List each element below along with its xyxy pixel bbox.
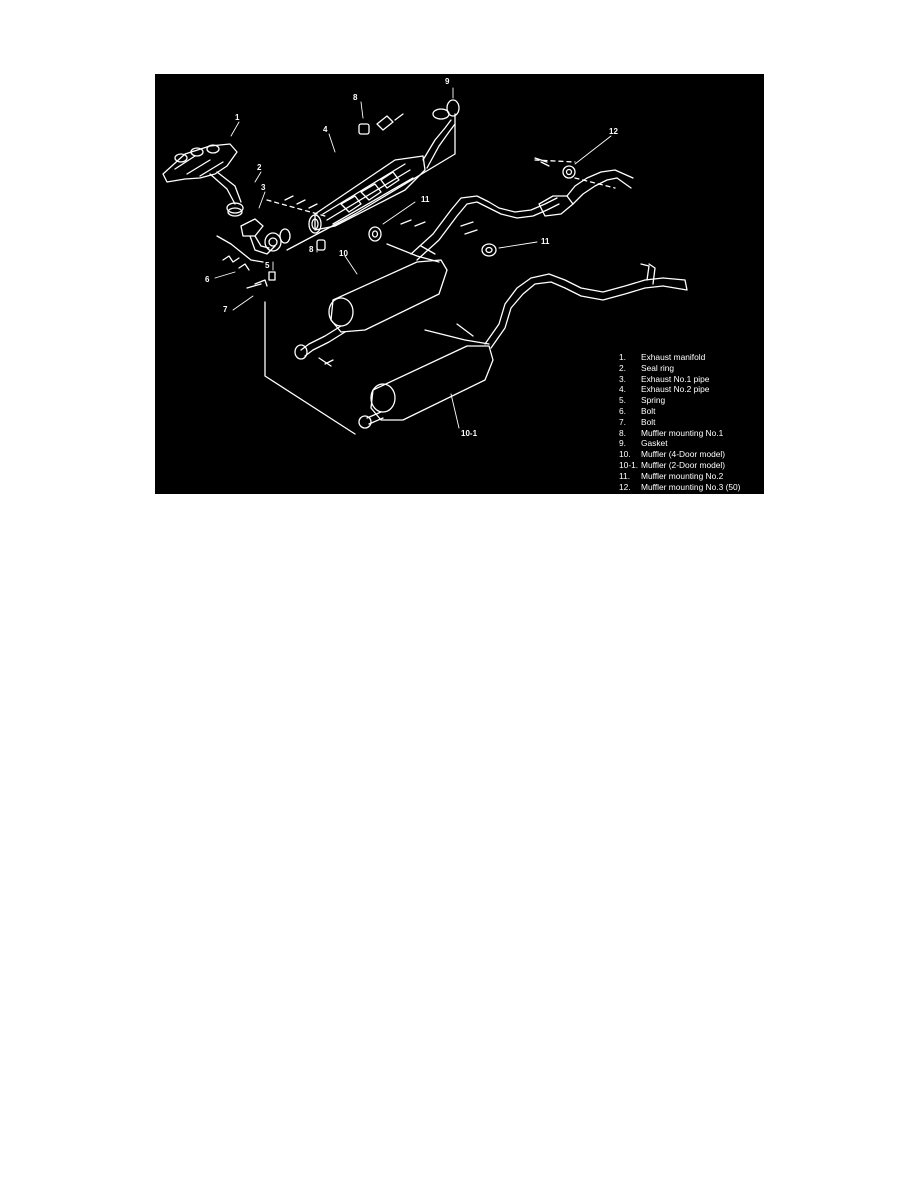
legend-part-name: Muffler (4-Door model) <box>641 449 726 460</box>
legend-number: 7. <box>619 416 626 427</box>
muffler-mounting-no2 <box>368 219 497 257</box>
legend-row: 3. Exhaust No.1 pipe <box>619 374 740 385</box>
callout-11-left: 11 <box>421 195 430 204</box>
legend-row: 8. Muffler mounting No.1 <box>619 428 740 439</box>
muffler-mounting-no1-top <box>358 113 404 135</box>
exhaust-manifold <box>162 143 244 214</box>
legend-row: 5. Spring <box>619 395 740 406</box>
callout-1: 1 <box>235 113 240 122</box>
legend-part-name: Seal ring <box>641 362 675 373</box>
legend-number: 9. <box>619 438 626 449</box>
legend-part-name: Muffler mounting No.1 <box>641 427 724 438</box>
legend-part-name: Muffler (2-Door model) <box>641 459 726 470</box>
legend-number: 10. <box>619 449 631 460</box>
legend-part-name: Gasket <box>641 438 668 449</box>
legend-row: 11. Muffler mounting No.2 <box>619 471 740 482</box>
callout-8-bottom: 8 <box>309 245 314 254</box>
legend-row: 7. Bolt <box>619 417 740 428</box>
muffler-mounting-no1-bottom <box>284 195 326 251</box>
legend-part-name: Spring <box>641 395 666 406</box>
muffler-4-door <box>294 243 448 367</box>
legend-number: 11. <box>619 470 631 481</box>
callout-9: 9 <box>445 77 450 86</box>
legend-row: 6. Bolt <box>619 406 740 417</box>
legend-part-name: Muffler mounting No.3 (50) <box>641 481 741 492</box>
callout-11-right: 11 <box>541 237 550 246</box>
exhaust-exploded-view: 1 2 3 4 5 6 7 8 8 9 10 10-1 11 11 12 <box>162 77 688 438</box>
legend-number: 10-1. <box>619 459 639 470</box>
assembly-bracket-lines <box>264 113 456 435</box>
legend-number: 2. <box>619 362 626 373</box>
muffler-2-door <box>358 323 494 429</box>
legend-row: 10-1.Muffler (2-Door model) <box>619 460 740 471</box>
legend-number: 4. <box>619 384 626 395</box>
muffler-mounting-no3 <box>534 157 576 179</box>
seal-ring <box>227 207 243 217</box>
callout-6: 6 <box>205 275 210 284</box>
callout-8-top: 8 <box>353 93 358 102</box>
gasket <box>446 99 460 117</box>
callout-4: 4 <box>323 125 328 134</box>
legend-row: 9. Gasket <box>619 438 740 449</box>
callout-7: 7 <box>223 305 228 314</box>
callout-10: 10 <box>339 249 348 258</box>
callout-10-1: 10-1 <box>461 429 478 438</box>
legend-part-name: Exhaust No.1 pipe <box>641 373 710 384</box>
legend-number: 12. <box>619 481 631 492</box>
springs-and-bolts <box>222 255 276 289</box>
legend-part-name: Bolt <box>641 416 656 427</box>
legend-part-name: Muffler mounting No.2 <box>641 470 724 481</box>
exhaust-system-diagram: 1 2 3 4 5 6 7 8 8 9 10 10-1 11 11 12 1. E… <box>155 74 764 494</box>
callout-labels: 1 2 3 4 5 6 7 8 8 9 10 10-1 11 11 12 <box>205 77 618 438</box>
tail-pipe-4-door <box>410 169 634 261</box>
legend-row: 12. Muffler mounting No.3 (50) <box>619 482 740 493</box>
legend-row: 10. Muffler (4-Door model) <box>619 449 740 460</box>
gasket-small <box>279 228 291 244</box>
callout-leaders <box>214 87 612 429</box>
legend-part-name: Exhaust No.2 pipe <box>641 384 710 395</box>
exhaust-no2-pipe <box>308 108 456 234</box>
legend-row: 1. Exhaust manifold <box>619 352 740 363</box>
legend-number: 1. <box>619 352 626 362</box>
callout-5: 5 <box>265 261 270 270</box>
legend-part-name: Bolt <box>641 405 656 416</box>
exhaust-no1-pipe <box>216 218 282 263</box>
bolt-leader-lines <box>266 159 616 217</box>
legend-number: 8. <box>619 427 626 438</box>
legend-number: 5. <box>619 395 626 406</box>
parts-legend: 1. Exhaust manifold 2. Seal ring 3. Exhaust N… <box>619 352 740 492</box>
legend-row: 4. Exhaust No.2 pipe <box>619 384 740 395</box>
callout-12: 12 <box>609 127 618 136</box>
callout-2: 2 <box>257 163 262 172</box>
tail-pipe-2-door <box>484 263 688 349</box>
legend-part-name: Exhaust manifold <box>641 352 706 362</box>
callout-3: 3 <box>261 183 266 192</box>
legend-number: 3. <box>619 373 626 384</box>
legend-row: 2. Seal ring <box>619 363 740 374</box>
legend-number: 6. <box>619 405 626 416</box>
